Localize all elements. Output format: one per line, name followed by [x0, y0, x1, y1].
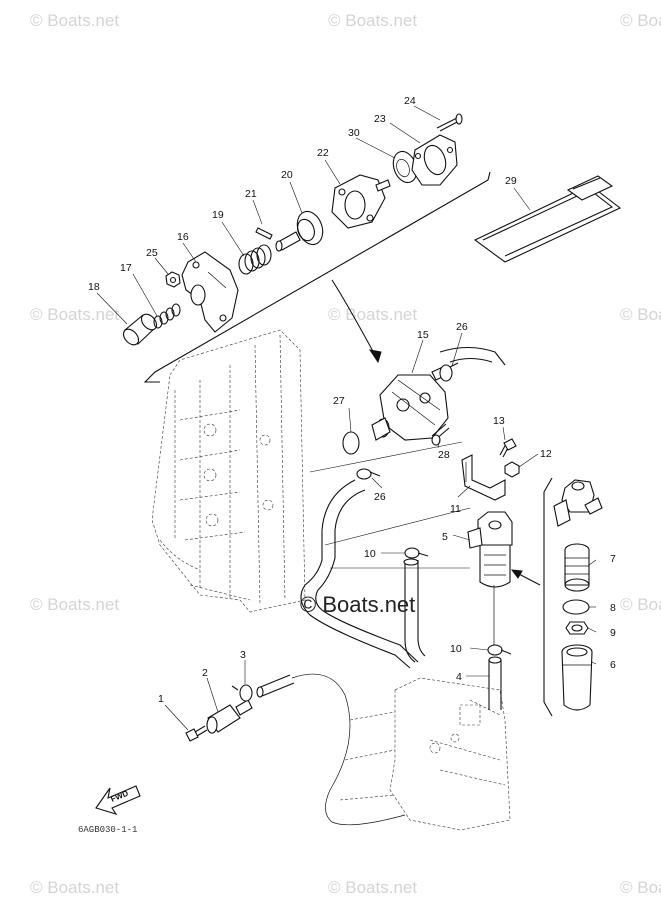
- part-25-nut: [165, 271, 181, 288]
- part-26-clip-lower: [356, 468, 381, 480]
- watermark: © Boats.net: [620, 305, 661, 324]
- part-18-sleeve: [122, 313, 158, 346]
- callout-20: 20: [281, 169, 293, 181]
- part-24-screw: [436, 113, 463, 132]
- watermark: © Boats.net: [620, 595, 661, 614]
- part-11-bracket: [461, 454, 506, 501]
- part-21-pin: [255, 227, 273, 240]
- callout-22: 22: [317, 147, 329, 159]
- callout-27: 27: [333, 395, 345, 407]
- watermark: © Boats.net: [328, 305, 417, 324]
- callout-23: 23: [374, 113, 386, 125]
- filter-arrow-head: [510, 569, 523, 579]
- leader-line: [309, 441, 463, 473]
- callout-29: 29: [505, 175, 517, 187]
- part-19-spring: [238, 244, 272, 275]
- part-12-nut: [504, 461, 520, 478]
- fuel-hose-s-bend: [300, 479, 419, 669]
- center-watermark: © Boats.net: [300, 592, 415, 617]
- filter-bracket: [543, 477, 553, 717]
- lower-engine-outline: [339, 677, 511, 831]
- callout-8: 8: [610, 602, 616, 614]
- part-3-clip: [231, 684, 253, 702]
- leader-line: [324, 507, 471, 546]
- fwd-arrow-icon: FWD: [95, 785, 141, 815]
- callout-21: 21: [245, 188, 257, 200]
- part-1-screw: [185, 725, 208, 742]
- callout-16: 16: [177, 231, 189, 243]
- callout-10-upper: 10: [364, 548, 376, 560]
- callout-18: 18: [88, 281, 100, 293]
- part-16-pump-cover: [181, 251, 239, 333]
- part-2-joint: [206, 699, 253, 734]
- watermark: © Boats.net: [30, 595, 119, 614]
- engine-block-outline: [151, 329, 306, 613]
- part-29-packet: [473, 175, 622, 263]
- callout-5: 5: [442, 531, 448, 543]
- part-30-disk: [392, 150, 418, 184]
- callout-7: 7: [610, 553, 616, 565]
- part-5-fuel-filter: [467, 511, 513, 588]
- part-20-diaphragm: [275, 210, 324, 252]
- part-15-fuel-pump: [371, 365, 449, 441]
- exploded-view-bracket: [143, 171, 491, 383]
- callout-6: 6: [610, 659, 616, 671]
- watermark: © Boats.net: [620, 11, 661, 30]
- callout-9: 9: [610, 627, 616, 639]
- part-10-clip-lower: [487, 644, 512, 656]
- callout-12: 12: [540, 448, 552, 460]
- callout-19: 19: [212, 209, 224, 221]
- part-26-clip-upper: [439, 362, 459, 382]
- watermark: © Boats.net: [30, 305, 119, 324]
- callout-17: 17: [120, 262, 132, 274]
- callout-28: 28: [438, 449, 450, 461]
- upper-hose: [439, 346, 506, 366]
- part-8-o-ring: [562, 599, 590, 615]
- watermark: © Boats.net: [328, 11, 417, 30]
- part-17-spring: [153, 303, 181, 329]
- callout-10-lower: 10: [450, 643, 462, 655]
- drawing-code: 6AGB030-1-1: [78, 825, 137, 835]
- callout-11: 11: [450, 503, 461, 515]
- part-23-cover: [411, 134, 458, 186]
- part-27-o-ring: [342, 431, 360, 455]
- callout-24: 24: [404, 95, 416, 107]
- filter-head-detail: [553, 479, 603, 527]
- callout-26-upper: 26: [456, 321, 468, 333]
- callout-13: 13: [493, 415, 505, 427]
- part-10-clip-upper: [404, 547, 429, 559]
- upper-hose-edge: [449, 357, 493, 363]
- part-7-element: [564, 543, 590, 592]
- callout-15: 15: [417, 329, 429, 341]
- callout-30: 30: [348, 127, 360, 139]
- callout-26-lower: 26: [374, 491, 386, 503]
- watermark: © Boats.net: [30, 11, 119, 30]
- part-6-bowl: [561, 644, 593, 711]
- callout-25: 25: [146, 247, 158, 259]
- watermark: © Boats.net: [328, 878, 417, 897]
- callout-4: 4: [456, 671, 462, 683]
- lower-hose: [256, 673, 406, 826]
- callout-2: 2: [202, 667, 208, 679]
- vertical-hose-left: [403, 558, 426, 663]
- watermark: © Boats.net: [30, 878, 119, 897]
- part-4-hose: [488, 656, 502, 710]
- callout-3: 3: [240, 649, 246, 661]
- part-9-ring: [565, 621, 589, 635]
- part-28-bolt: [431, 423, 450, 446]
- part-13-bolt: [499, 438, 517, 458]
- callout-leaders: [96, 105, 597, 731]
- callout-1: 1: [158, 693, 164, 705]
- part-22-pump-body: [331, 174, 391, 229]
- watermark: © Boats.net: [620, 878, 661, 897]
